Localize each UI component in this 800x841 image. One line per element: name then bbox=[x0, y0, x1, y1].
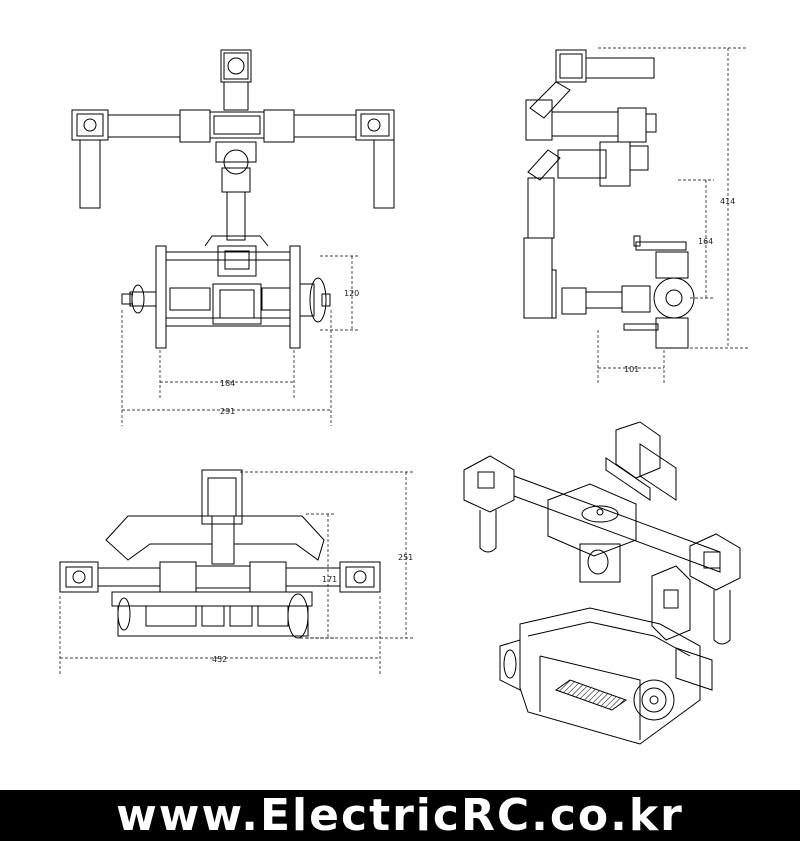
technical-drawing: 120 184 291 bbox=[59, 47, 748, 745]
side-dim-mid-height: 164 bbox=[698, 237, 713, 246]
front-dim-outer-width: 291 bbox=[220, 407, 235, 416]
website-url[interactable]: www.ElectricRC.co.kr bbox=[116, 790, 684, 841]
camera-frame bbox=[121, 235, 331, 349]
side-view bbox=[523, 47, 748, 384]
side-dim-total-height: 414 bbox=[720, 197, 735, 206]
side-dimensions bbox=[597, 47, 748, 384]
top-dim-inner-depth: 171 bbox=[322, 575, 337, 584]
top-dimensions bbox=[59, 471, 414, 674]
top-motor-column bbox=[220, 49, 252, 111]
front-dim-height: 120 bbox=[344, 289, 359, 298]
front-dim-inner-width: 184 bbox=[220, 379, 235, 388]
website-banner: www.ElectricRC.co.kr bbox=[0, 790, 800, 841]
top-dim-outer-depth: 251 bbox=[398, 553, 413, 562]
top-view bbox=[59, 469, 414, 674]
top-dim-width: 452 bbox=[212, 655, 227, 664]
pan-motor bbox=[215, 141, 257, 241]
handle-crossbar bbox=[71, 109, 395, 209]
front-dimensions bbox=[121, 255, 360, 426]
front-view bbox=[71, 49, 395, 426]
isometric-view bbox=[463, 421, 741, 745]
side-dim-depth: 101 bbox=[624, 365, 639, 374]
